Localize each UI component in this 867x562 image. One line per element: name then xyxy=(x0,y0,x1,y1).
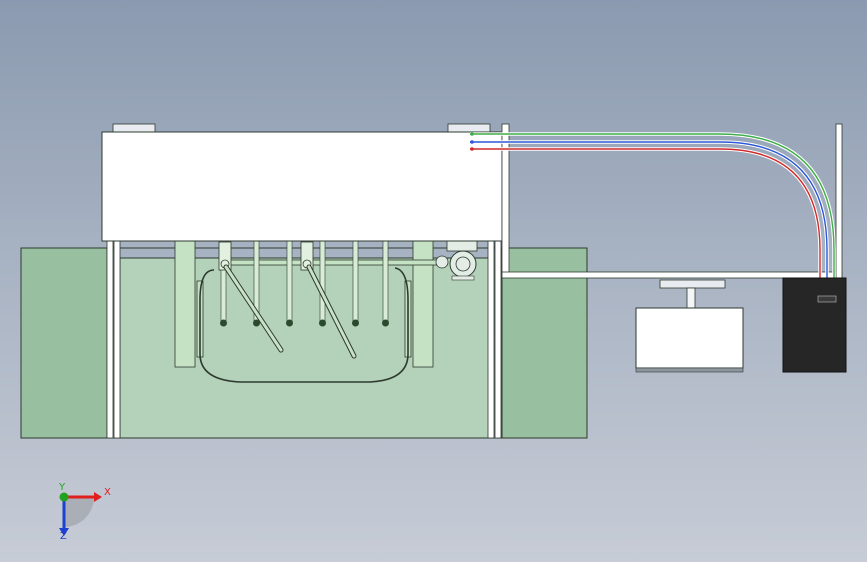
cable-bundle[interactable] xyxy=(470,132,836,300)
triad-z-arrow xyxy=(59,528,69,536)
triad-z-label: Z xyxy=(60,531,67,542)
frame-column-left xyxy=(174,240,196,368)
triad-shadow xyxy=(64,497,94,527)
cable-connector-red xyxy=(470,147,474,151)
triad-x-arrow xyxy=(94,492,102,502)
post-right-outer xyxy=(494,240,502,439)
control-box-body xyxy=(782,277,847,373)
frame-upright-left xyxy=(501,123,510,277)
swing-arm-right-fill xyxy=(307,265,356,358)
inner-frame[interactable] xyxy=(174,240,440,383)
pump-flange xyxy=(659,279,726,289)
cable-red-core xyxy=(470,148,821,300)
top-cap-left xyxy=(112,123,156,133)
motor-foot xyxy=(451,275,475,281)
housing-body xyxy=(101,131,503,242)
rod-5 xyxy=(352,240,359,327)
triad-y-axis xyxy=(59,492,69,502)
motor-mount xyxy=(446,240,478,252)
rod-3 xyxy=(286,240,293,327)
motor-body xyxy=(449,250,477,278)
post-left-outer xyxy=(106,240,114,439)
swing-arms[interactable] xyxy=(218,241,357,359)
rod-1 xyxy=(220,240,227,327)
cable-connector-green xyxy=(470,132,474,136)
support-posts xyxy=(106,240,502,439)
motor-pulley-small xyxy=(435,255,449,269)
rod-6 xyxy=(382,240,389,327)
cable-green-core xyxy=(470,133,835,300)
cross-bar xyxy=(220,259,440,266)
cable-connector-blue xyxy=(470,140,474,144)
coordinate-triad xyxy=(59,492,102,536)
pump-shaft xyxy=(686,287,696,309)
frame-base-beam xyxy=(501,271,843,279)
frame-loop xyxy=(199,267,409,383)
top-cap-right xyxy=(447,123,491,133)
motor-hub xyxy=(455,256,471,272)
post-right-inner xyxy=(487,240,495,439)
pump-unit[interactable] xyxy=(635,279,744,373)
triad-y-label: Y xyxy=(59,482,66,493)
tank-left-section xyxy=(20,247,108,439)
swing-arm-left-fill xyxy=(224,265,283,352)
main-housing[interactable] xyxy=(101,123,503,242)
control-box-port xyxy=(817,295,837,303)
pump-base xyxy=(635,367,744,373)
post-left-inner xyxy=(113,240,121,439)
side-frame xyxy=(501,123,843,279)
pump-body xyxy=(635,307,744,369)
triad-x-label: X xyxy=(104,487,111,498)
rod-4 xyxy=(319,240,326,327)
rod-array[interactable] xyxy=(220,240,389,327)
frame-upright-right xyxy=(835,123,843,279)
control-box[interactable] xyxy=(782,277,847,373)
cable-blue-core xyxy=(470,141,828,300)
